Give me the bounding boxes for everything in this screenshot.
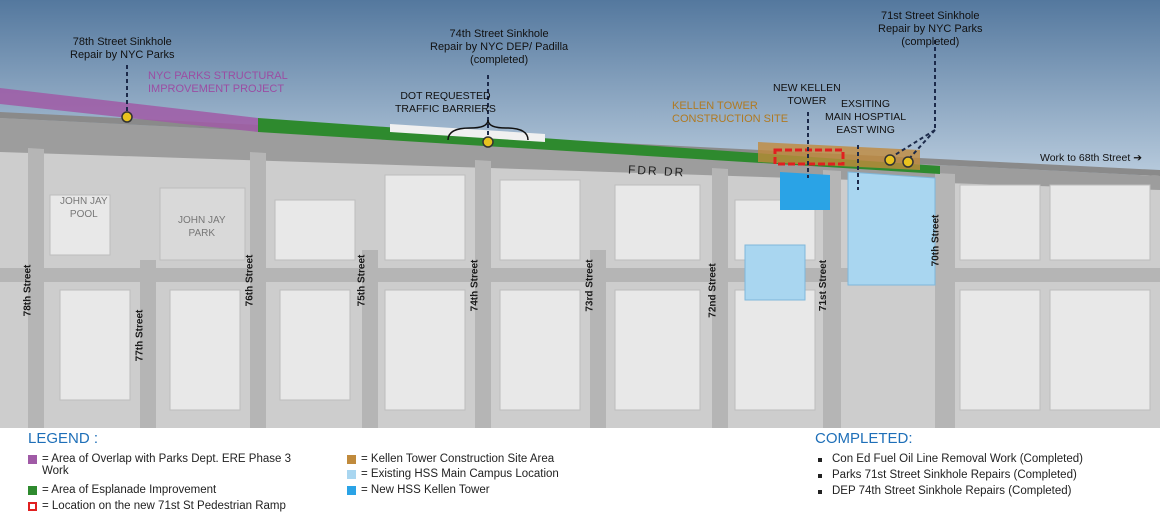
john-jay-park-area bbox=[159, 187, 246, 261]
bullet-icon bbox=[818, 474, 822, 478]
callout-78th-sinkhole: 78th Street Sinkhole Repair by NYC Parks bbox=[70, 36, 175, 61]
legend-blue-text: = New HSS Kellen Tower bbox=[361, 484, 490, 496]
purple-overlap-zone bbox=[0, 88, 258, 132]
kellen-site-label: KELLEN TOWER CONSTRUCTION SITE bbox=[672, 100, 789, 125]
new-kellen-label: NEW KELLEN TOWER bbox=[773, 82, 841, 107]
new-kellen-tower bbox=[780, 172, 830, 210]
completed-item-3-text: DEP 74th Street Sinkhole Repairs (Comple… bbox=[832, 485, 1072, 497]
dot-barrier-strip bbox=[390, 124, 545, 142]
john-jay-park-label: JOHN JAY PARK bbox=[178, 215, 226, 239]
legend-light-text: = Existing HSS Main Campus Location bbox=[361, 468, 559, 480]
legend-light: = Existing HSS Main Campus Location bbox=[347, 468, 559, 480]
arrow-right-icon: ➔ bbox=[1133, 152, 1142, 164]
bullet-icon bbox=[818, 458, 822, 462]
legend-title: LEGEND : bbox=[28, 430, 99, 447]
light-swatch bbox=[347, 470, 356, 479]
completed-item-1-text: Con Ed Fuel Oil Line Removal Work (Compl… bbox=[832, 453, 1083, 465]
callout-71st-sinkhole: 71st Street Sinkhole Repair by NYC Parks… bbox=[878, 10, 983, 48]
completed-item-2: Parks 71st Street Sinkhole Repairs (Comp… bbox=[818, 469, 1077, 481]
street-73-label: 73rd Street bbox=[584, 259, 596, 312]
green-swatch bbox=[28, 486, 37, 495]
legend-blue: = New HSS Kellen Tower bbox=[347, 484, 490, 496]
street-74-label: 74th Street bbox=[469, 259, 481, 312]
sinkhole-markers bbox=[121, 111, 914, 168]
tan-swatch bbox=[347, 455, 356, 464]
ramp-swatch bbox=[28, 502, 37, 511]
legend-tan: = Kellen Tower Construction Site Area bbox=[347, 453, 554, 465]
callout-leaders bbox=[126, 40, 936, 190]
fdr-drive-label: FDR DR bbox=[627, 162, 686, 180]
street-70-label: 70th Street bbox=[930, 214, 942, 267]
callout-74th-sinkhole: 74th Street Sinkhole Repair by NYC DEP/ … bbox=[430, 28, 569, 66]
street-75-label: 75th Street bbox=[356, 254, 368, 307]
legend-ramp: = Location on the new 71st St Pedestrian… bbox=[28, 500, 286, 512]
dot-brace bbox=[447, 119, 529, 141]
legend-ramp-text: = Location on the new 71st St Pedestrian… bbox=[42, 500, 286, 512]
purple-swatch bbox=[28, 455, 37, 464]
legend-green-text: = Area of Esplanade Improvement bbox=[42, 484, 217, 496]
john-jay-pool-label: JOHN JAY POOL bbox=[60, 196, 108, 220]
legend-purple-text: = Area of Overlap with Parks Dept. ERE P… bbox=[42, 453, 291, 477]
street-77-label: 77th Street bbox=[134, 309, 146, 362]
street-71-label: 71st Street bbox=[818, 259, 830, 312]
completed-title: COMPLETED: bbox=[815, 430, 913, 447]
legend-tan-text: = Kellen Tower Construction Site Area bbox=[361, 453, 555, 465]
street-72-label: 72nd Street bbox=[707, 263, 719, 318]
street-78-label: 78th Street bbox=[22, 264, 34, 317]
hss-campus-west bbox=[744, 244, 806, 301]
nyc-parks-project-label: NYC PARKS STRUCTURAL IMPROVEMENT PROJECT bbox=[148, 70, 288, 95]
east-wing-label: EXSITING MAIN HOSPTIAL EAST WING bbox=[825, 98, 907, 136]
completed-item-3: DEP 74th Street Sinkhole Repairs (Comple… bbox=[818, 485, 1072, 497]
bullet-icon bbox=[818, 490, 822, 494]
work-68th-text: Work to 68th Street bbox=[1040, 152, 1131, 164]
legend-purple: = Area of Overlap with Parks Dept. ERE P… bbox=[28, 453, 348, 477]
fdr-road bbox=[0, 118, 1160, 190]
blue-swatch bbox=[347, 486, 356, 495]
completed-item-1: Con Ed Fuel Oil Line Removal Work (Compl… bbox=[818, 453, 1083, 465]
completed-item-2-text: Parks 71st Street Sinkhole Repairs (Comp… bbox=[832, 469, 1077, 481]
work-68th-label: Work to 68th Street ➔ bbox=[1040, 152, 1142, 165]
hss-main-campus bbox=[847, 171, 936, 286]
dot-barriers-label: DOT REQUESTED TRAFFIC BARRIERS bbox=[395, 90, 496, 115]
street-76-label: 76th Street bbox=[244, 254, 256, 307]
legend-green: = Area of Esplanade Improvement bbox=[28, 484, 216, 496]
